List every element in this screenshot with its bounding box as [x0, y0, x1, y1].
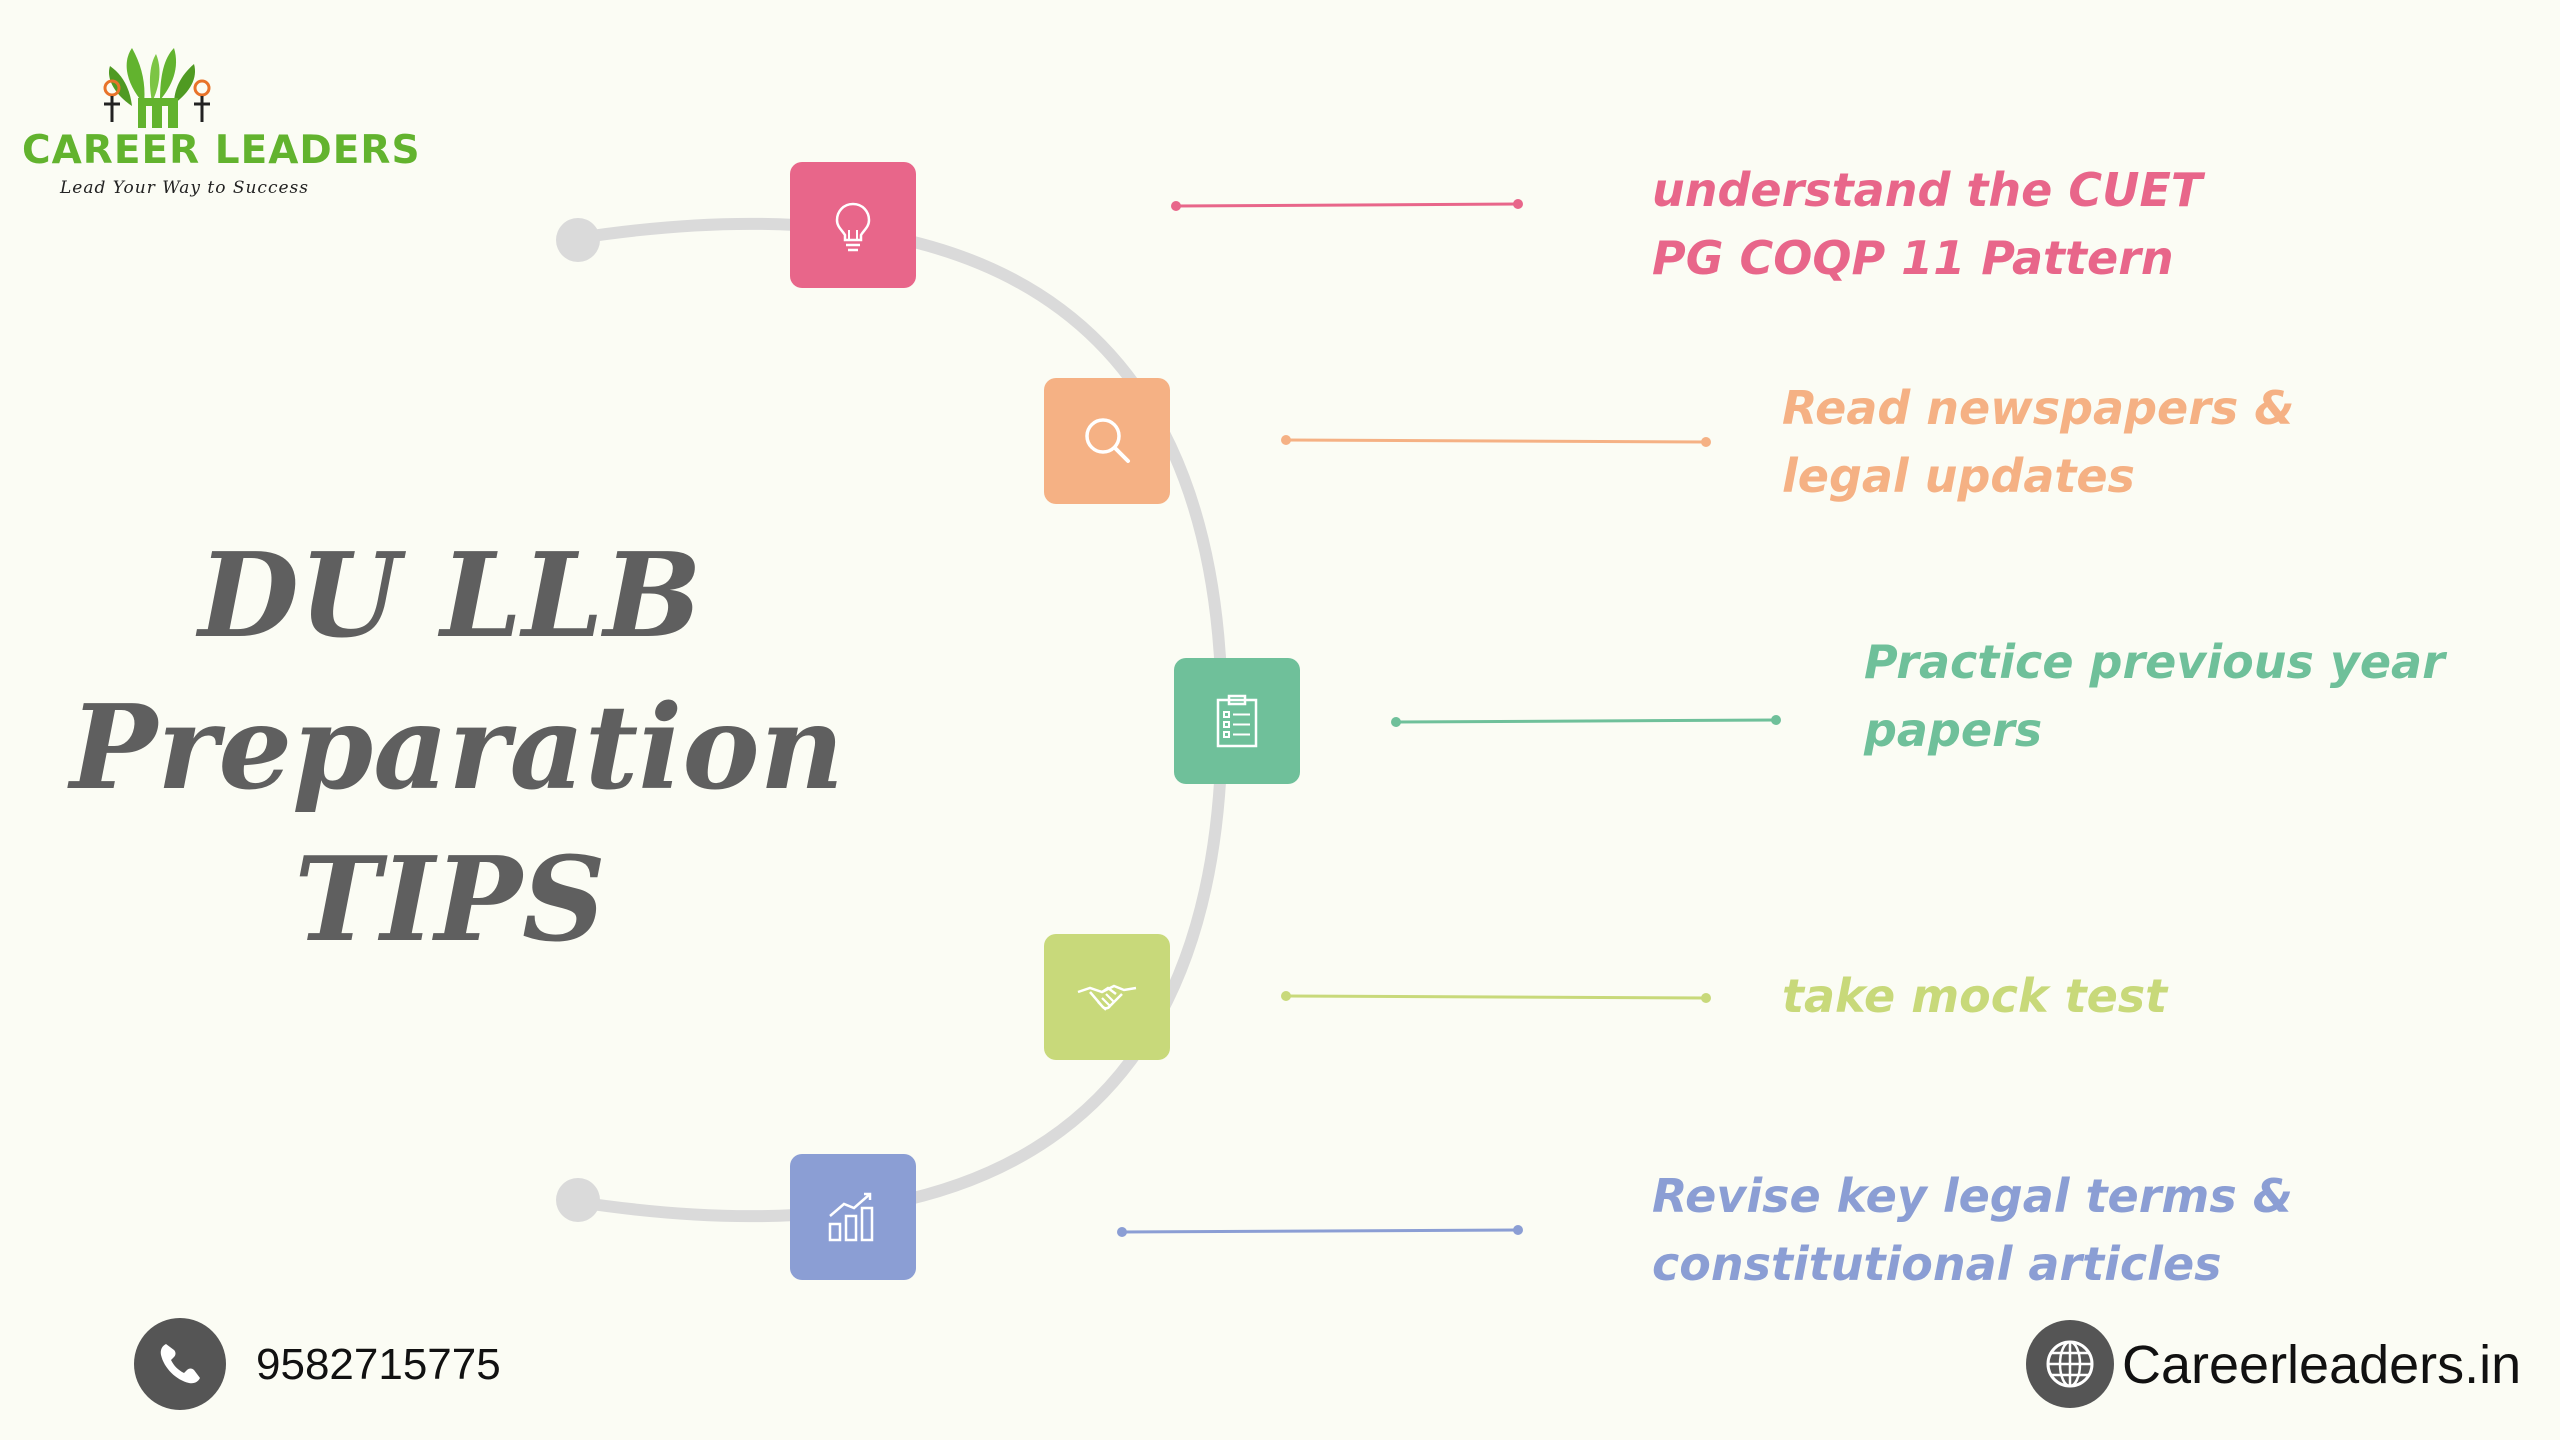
- brand-name: CAREER LEADERS: [22, 128, 421, 173]
- tip-line: Read newspapers &: [1782, 381, 2295, 435]
- phone-icon: [160, 1344, 200, 1384]
- tip-line: Revise key legal terms &: [1652, 1169, 2293, 1223]
- tip-box-2: [1044, 378, 1170, 504]
- arc-endpoint-top: [556, 218, 600, 262]
- tip-text-2: Read newspapers & legal updates: [1782, 374, 2294, 510]
- phone-badge: [134, 1318, 226, 1410]
- tip-text-5: Revise key legal terms & constitutional …: [1652, 1162, 2293, 1298]
- connector-line-1: [1171, 199, 1523, 211]
- tip-line: papers: [1864, 703, 2043, 757]
- growth-chart-icon: [828, 1192, 874, 1242]
- tip-box-4: [1044, 934, 1170, 1060]
- title-line: DU LLB: [198, 528, 702, 664]
- magnifier-icon: [1085, 418, 1130, 463]
- handshake-icon: [1077, 984, 1137, 1011]
- connector-line-2: [1281, 435, 1711, 447]
- tip-line: constitutional articles: [1652, 1237, 2222, 1291]
- tip-box-1: [790, 162, 916, 288]
- arc-path: [572, 217, 1229, 1223]
- connector-line-4: [1281, 991, 1711, 1003]
- tip-line: legal updates: [1782, 449, 2135, 503]
- title-line: Preparation: [70, 680, 845, 816]
- arc-endpoint-bottom: [556, 1178, 600, 1222]
- globe-icon: [2046, 1340, 2094, 1388]
- tip-line: understand the CUET: [1652, 163, 2203, 217]
- tip-text-1: understand the CUET PG COQP 11 Pattern: [1652, 156, 2202, 292]
- connector-line-3: [1391, 715, 1781, 727]
- tip-line: Practice previous year: [1864, 635, 2445, 689]
- tip-line: take mock test: [1782, 969, 2168, 1023]
- page-title: DU LLB Preparation TIPS: [70, 520, 845, 976]
- website-badge: [2026, 1320, 2114, 1408]
- tip-text-3: Practice previous year papers: [1864, 628, 2445, 764]
- title-line: TIPS: [294, 832, 606, 968]
- website-link[interactable]: Careerleaders.in: [2122, 1335, 2522, 1395]
- clipboard-icon: [1216, 694, 1258, 748]
- connector-line-5: [1117, 1225, 1523, 1237]
- phone-number: 9582715775: [256, 1340, 501, 1389]
- logo-emblem-icon: [103, 48, 211, 128]
- tip-box-3: [1174, 658, 1300, 784]
- brand-logo: CAREER LEADERS Lead Your Way to Success: [14, 44, 420, 204]
- tip-line: PG COQP 11 Pattern: [1652, 231, 2174, 285]
- tip-text-4: take mock test: [1782, 962, 2167, 1030]
- brand-tagline: Lead Your Way to Success: [60, 178, 309, 198]
- tip-box-5: [790, 1154, 916, 1280]
- lightbulb-icon: [835, 202, 871, 252]
